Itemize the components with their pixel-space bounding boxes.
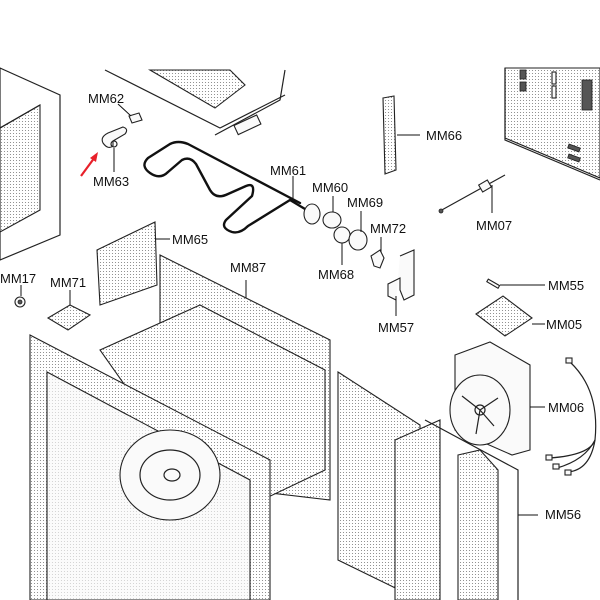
part-mm63[interactable] <box>101 126 128 148</box>
part-mm69-ring[interactable] <box>348 229 368 251</box>
part-mm57-latch[interactable] <box>387 249 415 301</box>
control-panel <box>504 67 600 181</box>
part-mm68-ring[interactable] <box>333 226 351 244</box>
label-mm57: MM57 <box>378 320 414 335</box>
red-pointer-arrow <box>80 152 98 177</box>
label-mm72: MM72 <box>370 221 406 236</box>
part-mm07-wire[interactable] <box>438 174 506 214</box>
label-mm68: MM68 <box>318 267 354 282</box>
part-mm60-flange[interactable] <box>303 203 342 229</box>
part-mm56-panel[interactable] <box>424 419 519 600</box>
part-mm06-fan[interactable] <box>449 341 531 456</box>
label-mm71: MM71 <box>50 275 86 290</box>
label-mm66: MM66 <box>426 128 462 143</box>
label-mm06: MM06 <box>548 400 584 415</box>
cabinet-left-panel <box>0 67 61 261</box>
part-mm62[interactable] <box>128 112 143 124</box>
part-mm66-bar[interactable] <box>382 95 397 175</box>
label-mm55: MM55 <box>548 278 584 293</box>
label-mm17: MM17 <box>0 271 36 286</box>
part-mm61-heater[interactable] <box>143 140 312 234</box>
label-mm65: MM65 <box>172 232 208 247</box>
label-mm69: MM69 <box>347 195 383 210</box>
part-mm65-cover[interactable] <box>96 221 158 306</box>
label-mm56: MM56 <box>545 507 581 522</box>
label-mm63: MM63 <box>93 174 129 189</box>
label-mm05: MM05 <box>546 317 582 332</box>
cabinet-top-panel <box>104 69 286 136</box>
part-mm72-bracket[interactable] <box>370 249 385 269</box>
label-mm62: MM62 <box>88 91 124 106</box>
part-mm55-pin[interactable] <box>486 278 501 289</box>
label-mm60: MM60 <box>312 180 348 195</box>
part-mm71-plate[interactable] <box>46 304 92 331</box>
oven-body <box>29 254 441 600</box>
wire-harness <box>545 357 597 476</box>
part-mm17-clip[interactable] <box>14 296 26 308</box>
label-mm07: MM07 <box>476 218 512 233</box>
part-mm05-board[interactable] <box>475 295 533 337</box>
label-mm87: MM87 <box>230 260 266 275</box>
label-mm61: MM61 <box>270 163 306 178</box>
